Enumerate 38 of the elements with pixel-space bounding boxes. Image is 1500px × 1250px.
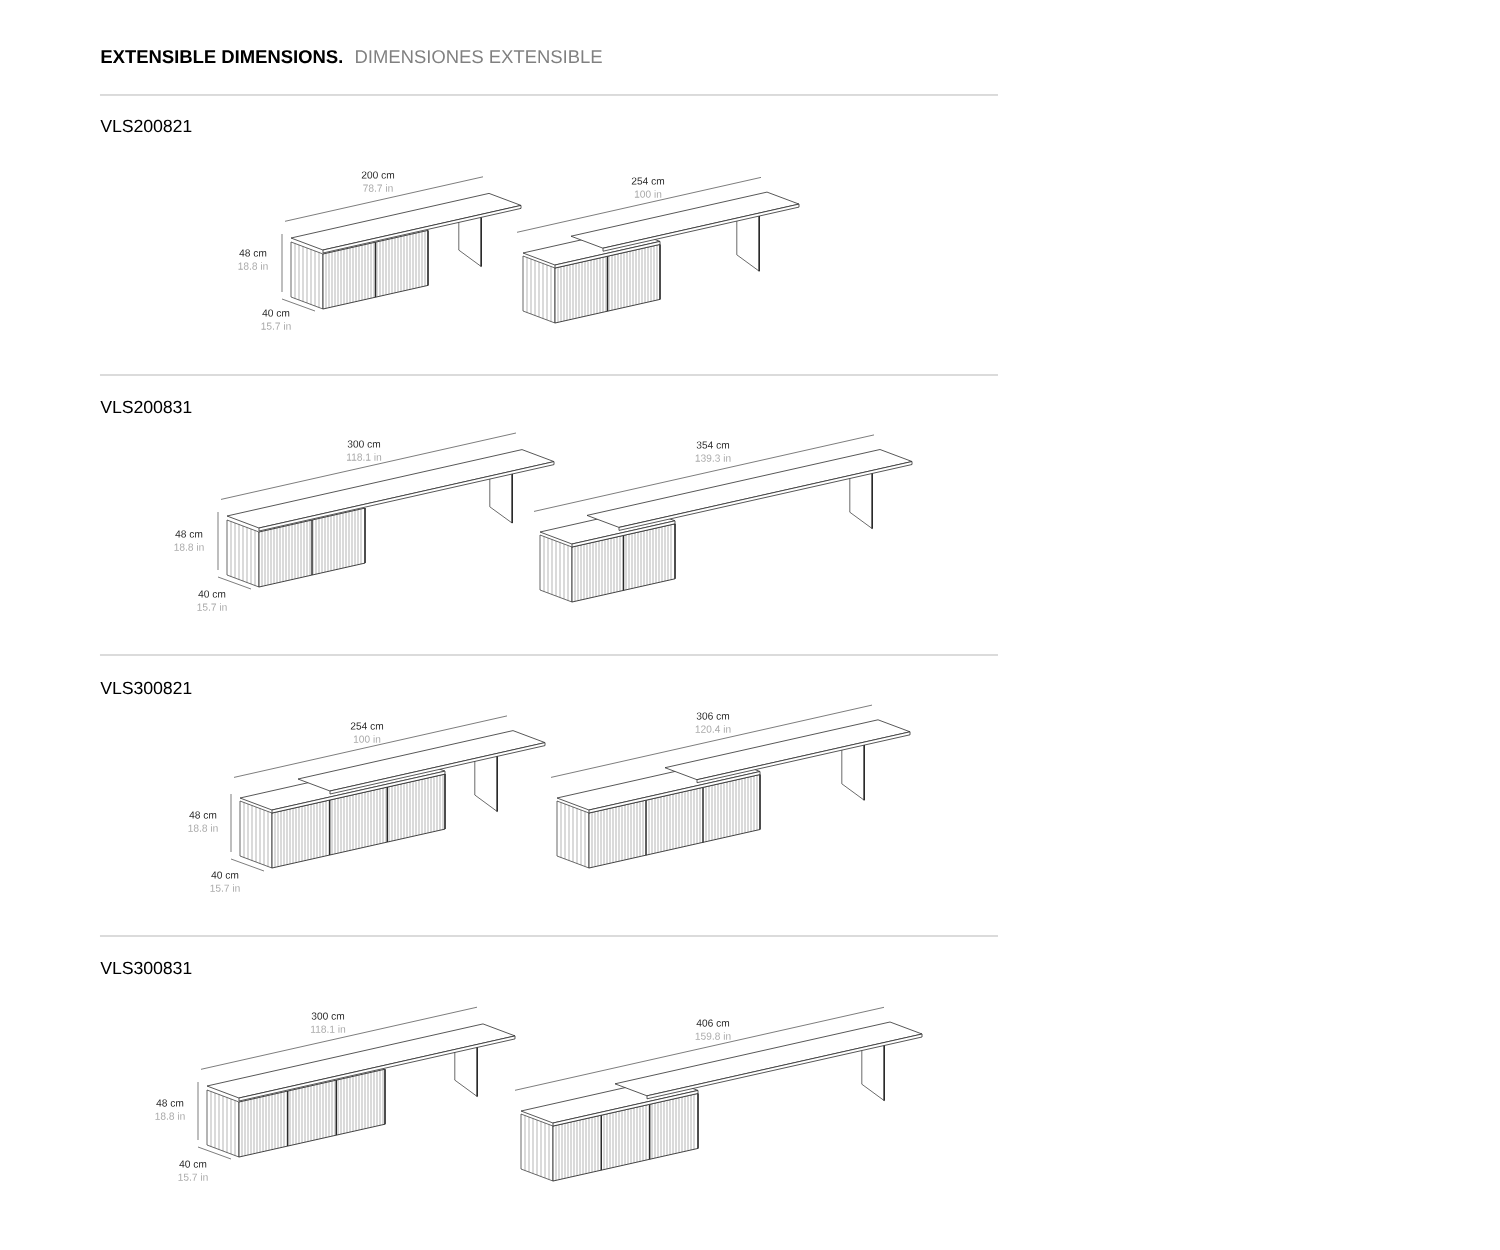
dimension-label: 15.7 in <box>210 884 240 892</box>
dimension-label: 139.3 in <box>695 454 731 462</box>
dimension-label: 40 cm <box>179 1160 207 1168</box>
dimension-label: 18.8 in <box>188 824 218 832</box>
dimension-label: 354 cm <box>696 441 730 449</box>
dimension-label: 15.7 in <box>197 603 227 611</box>
dimension-label: 118.1 in <box>347 453 382 461</box>
dimension-label: 40 cm <box>262 309 290 317</box>
dimension-label: 254 cm <box>631 177 665 185</box>
dimension-label: 100 in <box>353 735 381 743</box>
dimension-label: 78.7 in <box>363 184 393 192</box>
dimension-label: 48 cm <box>175 530 203 538</box>
dimension-label: 40 cm <box>198 590 226 598</box>
dimension-label: 100 in <box>634 190 662 198</box>
dimension-label: 48 cm <box>239 249 267 257</box>
dimension-label: 306 cm <box>696 712 730 720</box>
model-code: VLS300821 <box>100 681 192 695</box>
dimension-label: 159.8 in <box>695 1032 731 1040</box>
dimension-label: 15.7 in <box>261 322 291 330</box>
dimension-label: 18.8 in <box>174 543 204 551</box>
dimension-label: 300 cm <box>311 1012 345 1020</box>
model-code: VLS200821 <box>100 119 192 133</box>
dimension-label: 120.4 in <box>695 725 731 733</box>
dimension-label: 300 cm <box>347 440 381 448</box>
page-title: EXTENSIBLE DIMENSIONS. <box>101 50 342 64</box>
dimension-label: 18.8 in <box>238 262 268 270</box>
dimension-label: 200 cm <box>361 171 395 179</box>
dimension-label: 254 cm <box>350 722 384 730</box>
dimension-label: 15.7 in <box>178 1173 208 1181</box>
dimension-label: 48 cm <box>189 811 217 819</box>
dimension-label: 18.8 in <box>155 1112 185 1120</box>
page-subtitle: DIMENSIONES EXTENSIBLE <box>356 50 602 64</box>
dimension-label: 40 cm <box>211 871 239 879</box>
dimension-label: 406 cm <box>696 1019 730 1027</box>
dimension-label: 118.1 in <box>311 1025 346 1033</box>
model-code: VLS300831 <box>100 961 192 975</box>
dimension-label: 48 cm <box>156 1099 184 1107</box>
model-code: VLS200831 <box>100 400 192 414</box>
